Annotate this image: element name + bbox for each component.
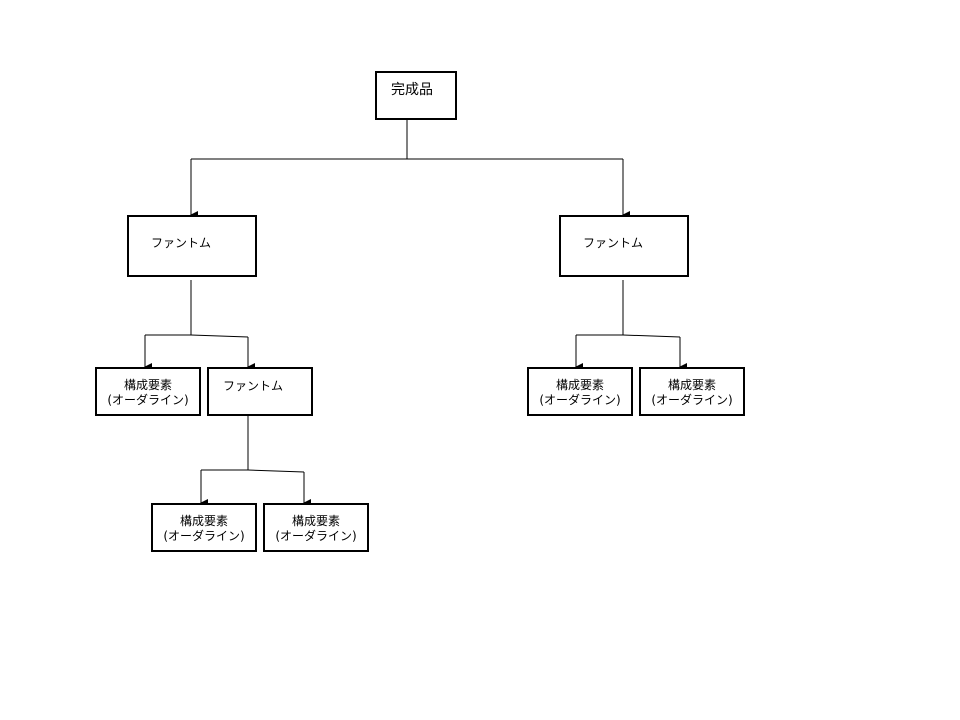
node-component-4: 構成要素 (オーダライン) (527, 367, 633, 416)
node-component-4-line2: (オーダライン) (539, 393, 621, 407)
node-component-4-label: 構成要素 (オーダライン) (529, 378, 631, 408)
node-phantom-right-label: ファントム (583, 236, 644, 250)
node-component-5-line2: (オーダライン) (651, 393, 733, 407)
connector-right-bar (576, 334, 681, 338)
node-phantom-child: ファントム (207, 367, 313, 416)
node-finished-product-label: 完成品 (391, 82, 433, 98)
node-finished-product: 完成品 (375, 71, 457, 120)
node-component-5-line1: 構成要素 (667, 378, 716, 392)
node-component-3-line1: 構成要素 (291, 514, 340, 528)
node-component-3-label: 構成要素 (オーダライン) (265, 514, 367, 544)
node-phantom-right: ファントム (559, 215, 689, 277)
node-phantom-left-label: ファントム (151, 236, 212, 250)
node-component-5: 構成要素 (オーダライン) (639, 367, 745, 416)
node-component-2-label: 構成要素 (オーダライン) (153, 514, 255, 544)
node-component-3-line2: (オーダライン) (275, 529, 357, 543)
node-component-2-line2: (オーダライン) (163, 529, 245, 543)
node-phantom-left: ファントム (127, 215, 257, 277)
node-phantom-child-label: ファントム (223, 379, 284, 393)
node-component-2-line1: 構成要素 (179, 514, 228, 528)
connector-child-bar (201, 469, 305, 473)
node-component-1-line1: 構成要素 (123, 378, 172, 392)
node-component-1: 構成要素 (オーダライン) (95, 367, 201, 416)
node-component-5-label: 構成要素 (オーダライン) (641, 378, 743, 408)
node-component-2: 構成要素 (オーダライン) (151, 503, 257, 552)
connector-left-bar (145, 334, 249, 338)
node-component-4-line1: 構成要素 (555, 378, 604, 392)
node-component-1-label: 構成要素 (オーダライン) (97, 378, 199, 408)
node-component-1-line2: (オーダライン) (107, 393, 189, 407)
node-component-3: 構成要素 (オーダライン) (263, 503, 369, 552)
